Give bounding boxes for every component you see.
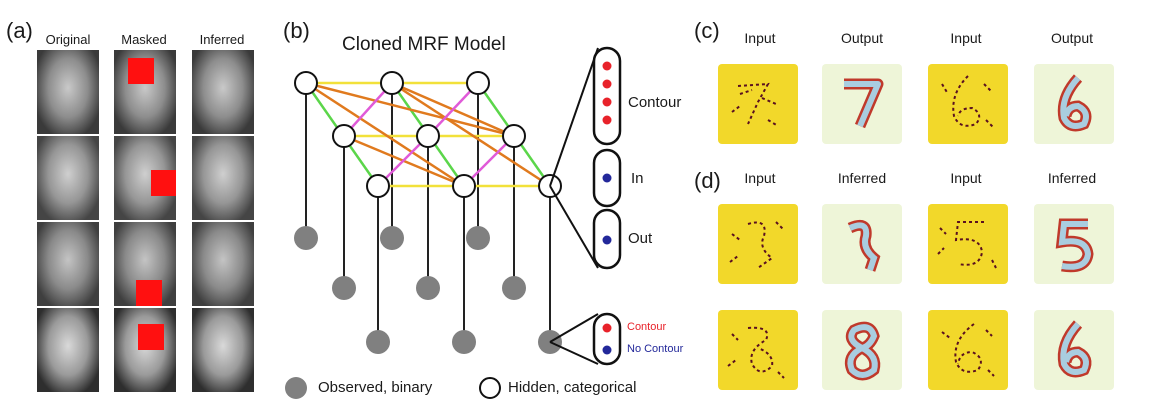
c-header-output-2: Output — [1050, 30, 1094, 46]
face-image — [114, 50, 176, 134]
mask-square — [136, 280, 162, 306]
inferred-faces-column — [192, 50, 254, 394]
d-header-inferred-2: Inferred — [1047, 170, 1097, 186]
face-image — [114, 308, 176, 392]
contour-clone-dot — [602, 61, 612, 71]
noisy-input-digit — [928, 64, 1008, 144]
state-label-contour: Contour — [628, 94, 682, 111]
hidden-node — [452, 174, 476, 198]
noisy-input-digit — [718, 204, 798, 284]
mask-square — [151, 170, 176, 196]
model-title: Cloned MRF Model — [342, 34, 506, 55]
hidden-node — [466, 71, 490, 95]
output-digit — [1034, 64, 1114, 144]
observed-node — [332, 276, 356, 300]
legend-observed-symbol — [285, 377, 307, 399]
face-image — [114, 222, 176, 306]
observed-state-label-contour: Contour — [627, 321, 667, 333]
face-image — [37, 50, 99, 134]
contour-capsule — [592, 46, 622, 146]
panel-a-label: (a) — [6, 18, 33, 43]
col-header-original: Original — [45, 32, 91, 47]
inferred-digit — [822, 310, 902, 390]
observed-node — [502, 276, 526, 300]
contour-observed-dot — [602, 323, 612, 333]
mask-square — [138, 324, 164, 350]
panel-c-label: (c) — [694, 18, 720, 43]
col-header-inferred: Inferred — [199, 32, 245, 47]
legend-hidden-symbol — [479, 377, 501, 399]
original-faces-column — [37, 50, 99, 394]
face-image — [37, 136, 99, 220]
observed-state-label-nocontour: No Contour — [627, 343, 684, 355]
c-header-input-2: Input — [950, 30, 982, 46]
in-clone-dot — [602, 173, 612, 183]
out-clone-dot — [602, 235, 612, 245]
inferred-digit — [1034, 204, 1114, 284]
hidden-node — [380, 71, 404, 95]
col-header-masked: Masked — [121, 32, 167, 47]
hidden-node — [294, 71, 318, 95]
contour-clone-dot — [602, 115, 612, 125]
face-image — [37, 222, 99, 306]
d-header-input-1: Input — [744, 170, 776, 186]
c-header-input-1: Input — [744, 30, 776, 46]
face-image — [114, 136, 176, 220]
noisy-input-digit — [718, 64, 798, 144]
observed-node — [366, 330, 390, 354]
panel-b-label: (b) — [283, 18, 310, 43]
hidden-node — [416, 124, 440, 148]
noisy-input-digit — [718, 310, 798, 390]
observed-capsule — [592, 312, 622, 366]
hidden-node — [366, 174, 390, 198]
inferred-digit — [822, 204, 902, 284]
legend-observed-label: Observed, binary — [318, 379, 433, 396]
state-label-in: In — [631, 170, 644, 187]
hidden-node — [332, 124, 356, 148]
nocontour-observed-dot — [602, 345, 612, 355]
d-header-input-2: Input — [950, 170, 982, 186]
output-digit — [822, 64, 902, 144]
masked-faces-column — [114, 50, 176, 394]
contour-clone-dot — [602, 97, 612, 107]
panel-d-label: (d) — [694, 168, 721, 193]
contour-clone-dot — [602, 79, 612, 89]
face-image — [192, 308, 254, 392]
noisy-input-digit — [928, 310, 1008, 390]
observed-node — [466, 226, 490, 250]
face-image — [37, 308, 99, 392]
legend-hidden-label: Hidden, categorical — [508, 379, 637, 396]
observed-node — [452, 330, 476, 354]
hidden-node — [502, 124, 526, 148]
observed-node — [380, 226, 404, 250]
d-header-inferred-1: Inferred — [837, 170, 887, 186]
observed-node — [416, 276, 440, 300]
state-label-out: Out — [628, 230, 653, 247]
mask-square — [128, 58, 154, 84]
inferred-digit — [1034, 310, 1114, 390]
face-image — [192, 50, 254, 134]
observed-node — [294, 226, 318, 250]
face-image — [192, 136, 254, 220]
face-image — [192, 222, 254, 306]
noisy-input-digit — [928, 204, 1008, 284]
c-header-output-1: Output — [840, 30, 884, 46]
